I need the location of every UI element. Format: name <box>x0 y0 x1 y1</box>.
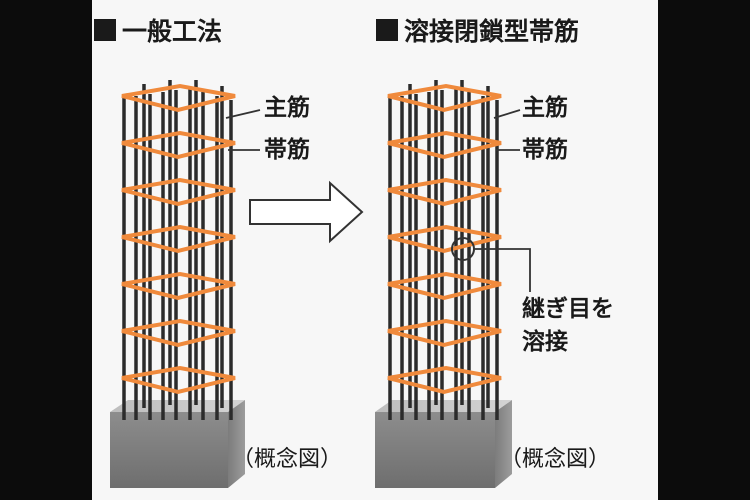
left-main-bars <box>122 80 233 420</box>
weld-label-line2: 溶接 <box>522 329 568 355</box>
transition-arrow <box>249 180 364 244</box>
left-title-text: 一般工法 <box>122 17 223 46</box>
left-column-illustration <box>110 80 245 488</box>
right-column-illustration <box>375 80 512 488</box>
right-main-bar-label: 主筋 <box>522 95 568 121</box>
right-hoops <box>387 83 502 395</box>
diagram-panel: 一般工法 溶接閉鎖型帯筋 主筋 帯筋 （概念図） 主筋 帯筋 継ぎ目を 溶接 （… <box>92 0 658 500</box>
left-main-bar-label: 主筋 <box>264 95 310 121</box>
right-title: 溶接閉鎖型帯筋 <box>376 14 579 46</box>
left-caption: （概念図） <box>232 447 343 472</box>
weld-label-line1: 継ぎ目を <box>522 296 614 322</box>
right-caption: （概念図） <box>500 447 611 472</box>
square-bullet-icon <box>94 19 116 41</box>
right-hoop-label: 帯筋 <box>522 137 568 163</box>
left-hoops <box>121 83 236 395</box>
diagram-canvas <box>110 80 531 488</box>
left-title: 一般工法 <box>94 14 222 46</box>
square-bullet-icon <box>376 19 398 41</box>
right-title-text: 溶接閉鎖型帯筋 <box>404 17 580 46</box>
left-hoop-label: 帯筋 <box>264 137 310 163</box>
leader-lines <box>225 109 531 292</box>
